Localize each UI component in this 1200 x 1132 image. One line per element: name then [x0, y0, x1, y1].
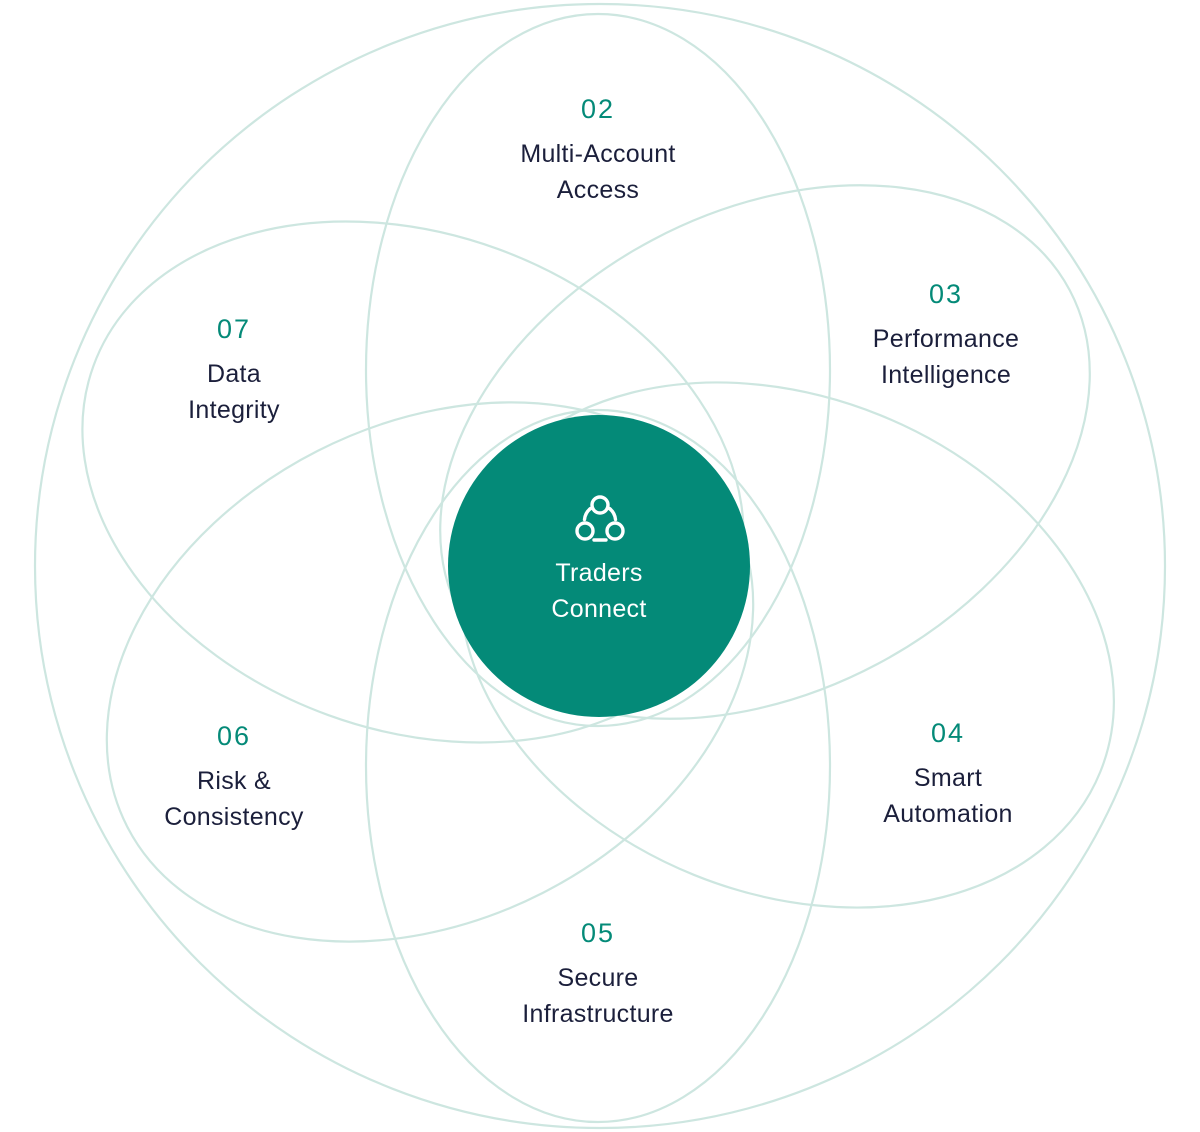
node-number: 06 [216, 721, 252, 751]
node-data-integrity: 07 Data Integrity [104, 314, 364, 428]
ring-outer [33, 2, 1167, 1130]
node-number: 05 [580, 918, 616, 948]
node-number: 03 [928, 279, 964, 309]
node-title-line2: Consistency [164, 803, 304, 831]
node-performance-intelligence: 03 Performance Intelligence [816, 279, 1076, 393]
node-title-line1: Multi-Account [520, 140, 676, 168]
hub-title: Traders Connect [448, 555, 750, 627]
node-number: 04 [930, 718, 966, 748]
node-secure-infrastructure: 05 Secure Infrastructure [468, 918, 728, 1032]
ring-vertical-top [364, 12, 832, 728]
three-linked-nodes-icon [575, 495, 625, 542]
hub-circle: Traders Connect [448, 415, 750, 717]
node-title-line1: Secure [557, 964, 639, 992]
node-title-line2: Automation [883, 800, 1013, 828]
node-title-line2: Access [556, 176, 640, 204]
node-number: 02 [580, 94, 616, 124]
node-title-line2: Infrastructure [522, 1000, 674, 1028]
node-title-line1: Smart [913, 764, 983, 792]
node-title-line1: Performance [872, 325, 1020, 353]
node-multi-account-access: 02 Multi-Account Access [468, 94, 728, 208]
node-title-line1: Data [206, 360, 261, 388]
node-title-line2: Intelligence [880, 361, 1012, 389]
node-title-line1: Risk & [196, 767, 272, 795]
ring-vertical-bottom [364, 408, 832, 1124]
node-smart-automation: 04 Smart Automation [818, 718, 1078, 832]
node-risk-consistency: 06 Risk & Consistency [104, 721, 364, 835]
node-number: 07 [216, 314, 252, 344]
node-title-line2: Integrity [188, 396, 280, 424]
hub-title-line1: Traders [555, 559, 643, 587]
hub-title-line2: Connect [551, 595, 647, 623]
